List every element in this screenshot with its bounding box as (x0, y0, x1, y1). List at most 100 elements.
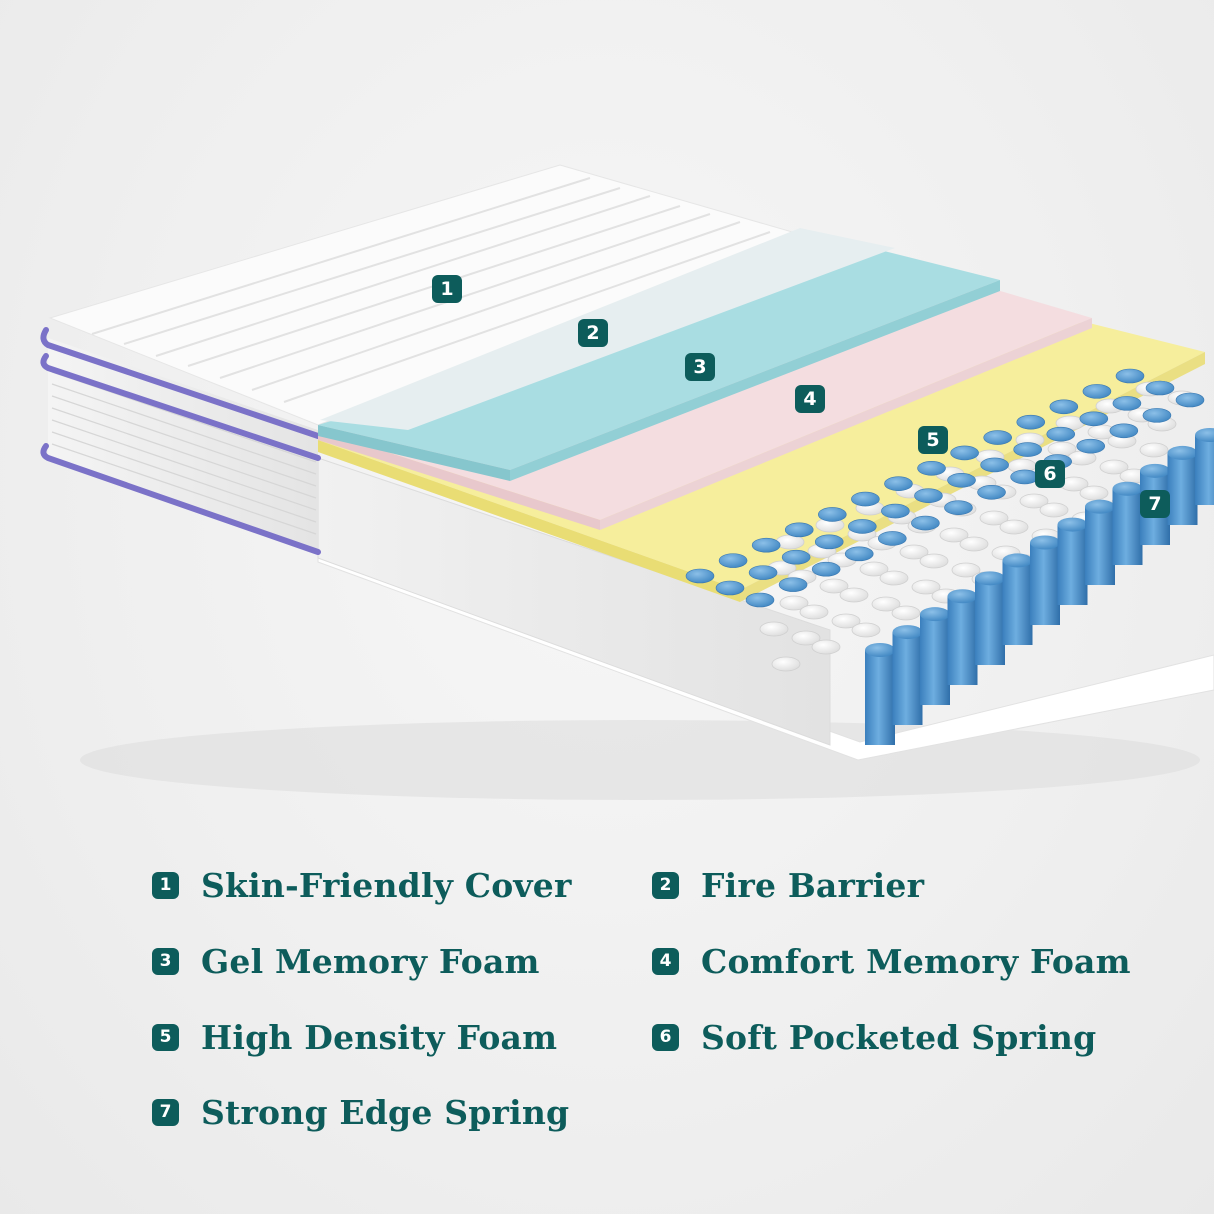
edge-spring-top (1082, 384, 1112, 399)
edge-spring-top (851, 491, 880, 507)
soft-spring-top (919, 553, 949, 569)
legend-item-5: 5 High Density Foam (152, 1017, 557, 1057)
soft-spring-top (911, 579, 941, 595)
edge-spring-top (1145, 380, 1175, 396)
legend-item-2: 2 Fire Barrier (652, 865, 924, 905)
cover-piping (40, 327, 321, 555)
legend-item-3: 3 Gel Memory Foam (152, 941, 540, 981)
edge-spring (920, 607, 950, 705)
edge-spring (1030, 535, 1060, 625)
edge-spring-top (947, 473, 976, 488)
high-density-foam-side (318, 440, 740, 602)
edge-spring (1057, 517, 1088, 605)
soft-spring-top (959, 536, 989, 552)
layer-marker-7: 7 (1140, 490, 1170, 518)
edge-spring (865, 643, 895, 745)
edge-spring-top (818, 507, 847, 522)
soft-spring-top (871, 596, 901, 612)
edge-spring-top (745, 592, 775, 608)
edge-spring-top (878, 531, 907, 546)
edge-spring-top (784, 522, 814, 538)
soft-spring-top (891, 605, 921, 621)
soft-spring-top (1099, 459, 1129, 475)
layer-marker-4: 4 (795, 385, 825, 413)
comfort-memory-foam-end (600, 318, 1092, 530)
edge-spring-top (685, 568, 715, 584)
soft-spring-top (831, 613, 861, 629)
edge-spring (1167, 445, 1198, 525)
edge-spring-top (748, 565, 778, 580)
layer-marker-3: 3 (685, 353, 715, 381)
legend-item-4: 4 Comfort Memory Foam (652, 941, 1131, 981)
pocket-springs (685, 368, 1214, 745)
soft-spring-top (851, 622, 881, 638)
edge-spring-top (718, 553, 748, 568)
soft-spring-top (951, 562, 981, 578)
layer-marker-1: 1 (432, 275, 462, 303)
gel-memory-foam-top (318, 250, 1000, 470)
edge-spring (1112, 481, 1143, 565)
edge-spring-top (1175, 392, 1205, 408)
edge-spring (947, 589, 978, 685)
edge-spring-top (751, 537, 781, 553)
edge-spring-top (814, 534, 844, 550)
legend-badge-1: 1 (152, 871, 179, 899)
cover-quilting (91, 177, 771, 403)
legend-label-1: Skin-Friendly Cover (201, 865, 572, 905)
soft-spring-top (839, 587, 869, 603)
edge-spring-top (1079, 411, 1109, 427)
soft-spring-top (939, 527, 969, 543)
legend-item-6: 6 Soft Pocketed Spring (652, 1017, 1096, 1057)
edge-spring (975, 571, 1005, 665)
legend-badge-6: 6 (652, 1023, 679, 1051)
comfort-memory-foam-side (318, 430, 600, 530)
edge-spring-top (917, 461, 946, 476)
edge-spring-top (980, 457, 1009, 473)
edge-spring-top (977, 485, 1006, 500)
legend-label-5: High Density Foam (201, 1017, 558, 1057)
gel-memory-foam-end (510, 280, 1000, 481)
soft-spring-top (791, 630, 821, 646)
soft-spring-top (779, 595, 809, 611)
legend-label-4: Comfort Memory Foam (701, 941, 1131, 981)
legend-badge-7: 7 (152, 1098, 179, 1126)
edge-spring-top (848, 519, 877, 534)
edge-spring-top (715, 580, 745, 596)
soft-spring-top (1019, 493, 1049, 509)
legend-badge-5: 5 (152, 1023, 179, 1051)
edge-spring-top (911, 515, 940, 531)
edge-spring-top (1049, 399, 1079, 415)
edge-spring-top (881, 503, 910, 519)
edge-spring-top (1112, 396, 1142, 411)
soft-spring-top (771, 656, 801, 672)
edge-spring-top (778, 577, 808, 592)
edge-spring-top (944, 500, 973, 515)
soft-spring-top (1139, 442, 1169, 458)
edge-spring-top (844, 546, 874, 562)
edge-spring-top (1076, 438, 1106, 454)
soft-spring-top (1039, 502, 1069, 518)
gel-memory-foam-side (318, 425, 510, 481)
edge-spring-top (1016, 414, 1046, 430)
mattress-cutaway-illustration (40, 164, 1214, 800)
edge-spring-top (1115, 368, 1145, 384)
legend-label-3: Gel Memory Foam (201, 941, 540, 981)
edge-spring-top (884, 476, 913, 491)
edge-spring-top (1046, 426, 1076, 442)
edge-spring (1195, 428, 1214, 505)
edge-spring (892, 625, 923, 725)
edge-spring-top (950, 445, 979, 461)
layer-marker-5: 5 (918, 426, 948, 454)
legend-label-7: Strong Edge Spring (201, 1092, 570, 1132)
edge-spring-top (1109, 423, 1139, 439)
edge-spring-top (914, 488, 943, 503)
edge-spring (1085, 499, 1115, 585)
soft-spring-top (859, 561, 889, 577)
soft-spring-top (879, 570, 909, 586)
edge-spring-top (781, 549, 811, 565)
legend-item-1: 1 Skin-Friendly Cover (152, 865, 572, 905)
soft-spring-top (1079, 485, 1109, 501)
layer-marker-2: 2 (578, 319, 608, 347)
legend-badge-4: 4 (652, 947, 679, 975)
